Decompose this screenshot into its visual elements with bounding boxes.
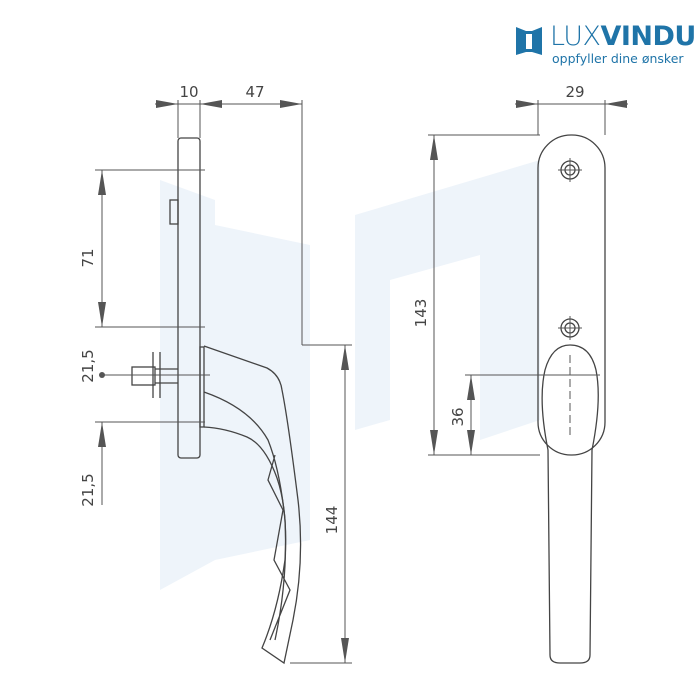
spindle [131, 366, 156, 386]
notch [169, 199, 179, 225]
dim-143: 143 [412, 299, 430, 328]
dim-47: 47 [245, 83, 264, 101]
dim-10: 10 [179, 83, 198, 101]
dim-36: 36 [449, 407, 467, 426]
logo-vindu: VINDU [600, 21, 696, 52]
screw-hole-icon [558, 316, 582, 340]
handle-front [541, 344, 599, 664]
handle-grip-lines [203, 391, 291, 641]
dimension-labels: 10 47 29 71 21,5 21,5 144 143 36 [79, 83, 585, 534]
logo-wordmark: LUXVINDU [550, 22, 696, 52]
dim-21-5-upper: 21,5 [79, 349, 97, 382]
dim-144: 144 [323, 506, 341, 535]
front-view [537, 134, 606, 664]
dim-71: 71 [79, 248, 97, 267]
dim-21-5-lower: 21,5 [79, 473, 97, 506]
dimension-arrows [98, 100, 627, 663]
logo-lux: LUX [550, 21, 601, 52]
backplate-front [537, 134, 606, 456]
side-view [131, 137, 302, 665]
handle-base [199, 346, 205, 428]
backplate-side [177, 137, 201, 459]
dim-29: 29 [565, 83, 584, 101]
dimension-lines [95, 100, 628, 664]
handle-side [203, 345, 302, 665]
logo-tagline: oppfyller dine ønsker [552, 51, 684, 66]
screw-hole-icon [558, 158, 582, 182]
watermark [160, 160, 540, 590]
